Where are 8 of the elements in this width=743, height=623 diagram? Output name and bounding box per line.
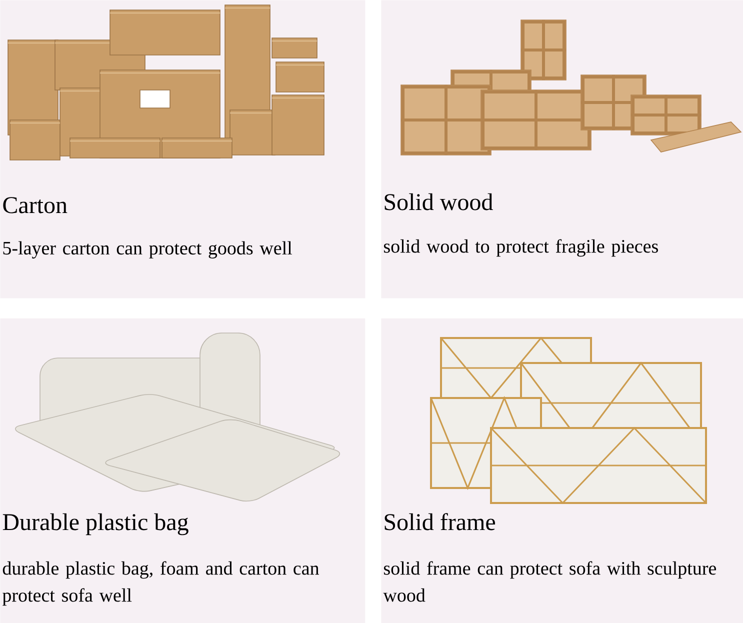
card-text: durable plastic bag, foam and carton can protect sofa well xyxy=(2,561,319,606)
card-title: Durable plastic bag xyxy=(2,513,188,536)
card-title: Solid frame xyxy=(384,513,496,530)
card-text: 5-layer carton can protect goods well xyxy=(3,241,292,258)
card-title: Carton xyxy=(3,197,68,214)
card-title: Solid wood xyxy=(384,193,493,210)
card-text: solid frame can protect sofa with sculpture wood xyxy=(383,561,716,602)
card-text: solid wood to protect fragile pieces xyxy=(384,239,658,257)
